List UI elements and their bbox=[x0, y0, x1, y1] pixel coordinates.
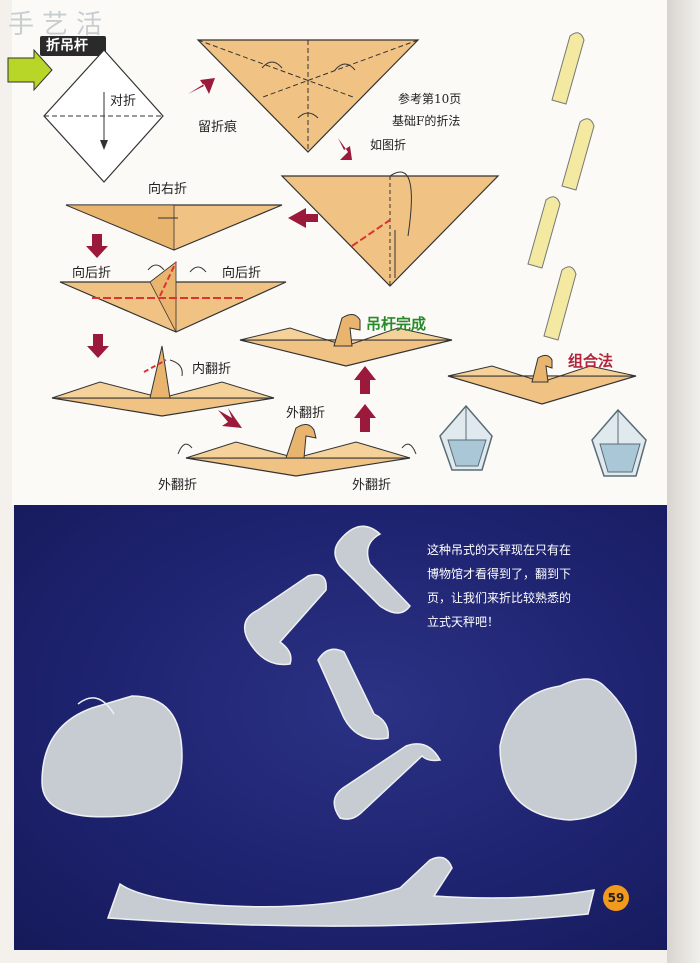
scale-pan-right bbox=[591, 408, 647, 477]
label-assembly: 组合法 bbox=[568, 352, 614, 370]
arrow-icon bbox=[338, 138, 352, 160]
label-outside-reverse-top: 外翻折 bbox=[286, 406, 326, 421]
scale-pan-left bbox=[439, 404, 493, 471]
arrow-icon bbox=[86, 234, 108, 258]
photo-caption: 这种吊式的天秤现在只有在 博物馆才看得到了，翻到下 页，让我们来折比较熟悉的 立… bbox=[427, 543, 572, 629]
label-fold-back-left: 向后折 bbox=[72, 266, 112, 281]
page-number: 59 bbox=[603, 885, 629, 911]
label-fold-half: 对折 bbox=[110, 94, 137, 109]
label-fold-right: 向右折 bbox=[148, 182, 188, 197]
arrow-icon bbox=[188, 78, 215, 94]
arrow-icon bbox=[354, 404, 376, 432]
label-outside-reverse-right: 外翻折 bbox=[352, 478, 392, 493]
step6-shape bbox=[51, 397, 275, 417]
section-title-bg bbox=[40, 36, 106, 56]
label-as-shown: 如图折 bbox=[370, 138, 407, 152]
label-rod-done: 吊杆完成 bbox=[366, 315, 427, 333]
section-title: 折吊杆 bbox=[46, 38, 88, 54]
label-outside-reverse-left: 外翻折 bbox=[158, 478, 198, 493]
label-fold-back-right: 向后折 bbox=[222, 266, 262, 281]
section-arrow-icon bbox=[7, 48, 53, 92]
label-reference-1: 参考第10页 bbox=[398, 92, 462, 106]
arrow-icon bbox=[354, 366, 376, 394]
label-reference-2: 基础F的折法 bbox=[392, 114, 461, 128]
arrow-icon bbox=[218, 408, 242, 428]
photo-origami bbox=[41, 525, 637, 927]
hook-pieces bbox=[527, 32, 595, 341]
site-logo: 手艺活 bbox=[8, 10, 111, 40]
label-crease: 留折痕 bbox=[198, 120, 238, 135]
arrow-icon bbox=[288, 208, 318, 228]
label-inside-reverse: 内翻折 bbox=[192, 362, 232, 377]
arrow-icon bbox=[87, 334, 109, 358]
page-edge bbox=[667, 0, 700, 963]
